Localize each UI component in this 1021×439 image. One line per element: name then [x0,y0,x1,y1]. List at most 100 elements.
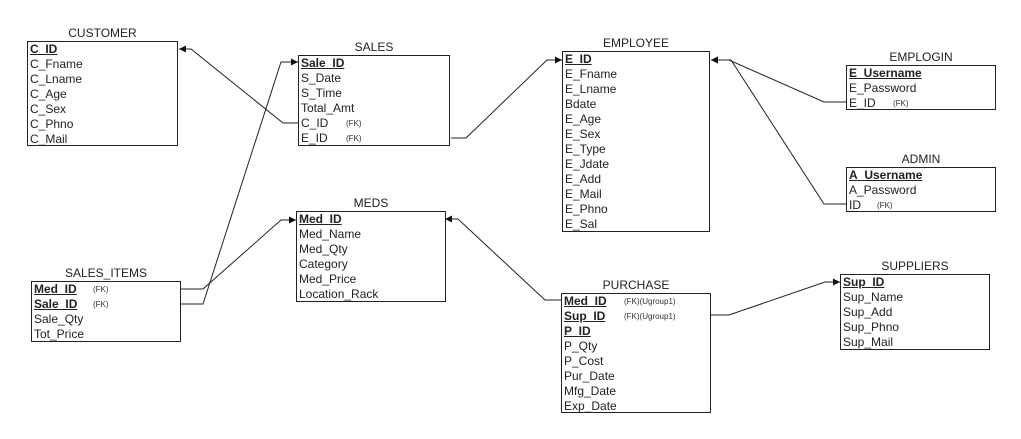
emplogin-table: EMPLOGIN E_Username E_Password E_ID(FK) [846,50,996,110]
attribute-row: E_ID(FK) [299,131,449,146]
attribute-name: P_Qty [564,339,598,353]
attribute-row: E_Phno [563,202,709,217]
attribute-row: E_Lname [563,82,709,97]
attribute-name: C_Fname [30,57,83,71]
attribute-row: E_ID [563,52,709,67]
attribute-row: Med_Name [297,227,445,242]
fk-note: (FK) [893,99,909,108]
attribute-name: E_Mail [565,187,602,201]
attribute-name: E_Fname [565,67,618,81]
attribute-name: E_Jdate [565,157,610,171]
attribute-row: C_Age [28,87,177,102]
fk-note: (FK)(Ugroup1) [624,297,676,306]
table-body: C_ID C_Fname C_Lname C_Age C_Sex C_Phno … [27,41,178,146]
table-title: SUPPLIERS [881,259,949,273]
attribute-row: E_Sal [563,217,709,232]
attribute-name: Med_Qty [299,242,348,256]
attribute-row: C_Lname [28,72,177,87]
attribute-name: C_Lname [30,72,83,86]
attribute-name: E_Username [849,66,922,80]
attribute-row: E_Username [847,66,995,81]
attribute-row: Mfg_Date [562,384,710,399]
attribute-name: ID [849,198,861,212]
attribute-name: C_Age [30,87,67,101]
attribute-row: Pur_Date [562,369,710,384]
attribute-row: Sup_Add [841,305,989,320]
attribute-name: S_Date [301,71,342,85]
fk-note: (FK) [346,134,362,143]
attribute-name: Pur_Date [564,369,615,383]
attribute-row: E_Sex [563,127,709,142]
attribute-name: Sale_ID [301,56,345,70]
attribute-row: Bdate [563,97,709,112]
attribute-row: Med_ID (FK) [32,282,180,297]
link-admin-employee [711,56,846,205]
sales-items-table: SALES_ITEMS Med_ID(FK) Sale_ID(FK) Sale_… [31,266,181,342]
attribute-name: E_Lname [565,82,617,96]
sales-table: SALES Sale_ID S_Date S_Time Total_Amt C_… [298,40,450,146]
table-body: E_Username E_Password E_ID(FK) [846,65,996,110]
attribute-name: E_Sex [565,127,601,141]
attribute-name: Med_ID [564,294,607,308]
attribute-row: E_Jdate [563,157,709,172]
attribute-row: Med_Qty [297,242,445,257]
fk-note: (FK) [877,201,893,210]
attribute-row: C_ID(FK) [299,116,449,131]
suppliers-table: SUPPLIERS Sup_ID Sup_Name Sup_Add Sup_Ph… [840,259,990,350]
attribute-row: ID (FK) [847,198,995,213]
employee-table: EMPLOYEE E_ID E_Fname E_Lname Bdate E_Ag… [562,36,710,232]
table-body: Med_ID(FK)(Ugroup1) Sup_ID(FK)(Ugroup1) … [561,293,711,413]
attribute-name: Tot_Price [34,327,85,341]
table-title: SALES_ITEMS [64,266,148,280]
attribute-name: Med_Price [299,272,357,286]
fk-note: (FK) [93,285,109,294]
attribute-name: Total_Amt [301,101,355,115]
attribute-row: C_Phno [28,117,177,132]
attribute-name: Sale_ID [34,297,78,311]
link-salesitems-meds [181,216,296,290]
attribute-row: E_Add [563,172,709,187]
table-title: ADMIN [901,152,941,166]
table-title: CUSTOMER [68,26,137,40]
attribute-name: E_Phno [565,202,608,216]
attribute-name: E_ID [565,52,592,66]
attribute-name: Sup_ID [843,275,885,289]
attribute-row: P_Qty [562,339,710,354]
attribute-name: E_Age [565,112,602,126]
attribute-name: Category [299,257,348,271]
attribute-row: C_Fname [28,57,177,72]
attribute-row: Sup_ID [841,275,989,290]
attribute-row: Med_Price [297,272,445,287]
attribute-name: Bdate [565,97,597,111]
attribute-row: P_Cost [562,354,710,369]
attribute-name: Med_ID [299,212,342,226]
link-purchase-suppliers [711,278,840,316]
attribute-name: C_Phno [30,117,74,131]
attribute-row: Total_Amt [299,101,449,116]
attribute-name: Sup_Add [843,305,893,319]
table-body: Sup_ID Sup_Name Sup_Add Sup_Phno Sup_Mai… [840,274,990,350]
link-sales-employee [451,56,562,139]
meds-table: MEDS Med_ID Med_Name Med_Qty Category Me… [296,196,446,302]
attribute-name: E_Type [565,142,606,156]
attribute-row: E_Type [563,142,709,157]
attribute-row: S_Date [299,71,449,86]
attribute-row: Sale_ID [299,56,449,71]
attribute-row: Med_ID (FK)(Ugroup1) [562,294,710,309]
attribute-name: Med_ID [34,282,77,296]
table-body: Med_ID Med_Name Med_Qty Category Med_Pri… [296,211,446,302]
table-body: Med_ID(FK) Sale_ID(FK) Sale_Qty Tot_Pric… [31,281,181,342]
attribute-row: E_Age [563,112,709,127]
attribute-name: C_ID [30,42,58,56]
table-title: PURCHASE [602,278,670,292]
link-emplogin-employee [711,56,846,103]
table-body: E_ID E_Fname E_Lname Bdate E_Age E_Sex E… [562,51,710,232]
attribute-row: Med_ID [297,212,445,227]
customer-table: CUSTOMER C_ID C_Fname C_Lname C_Age C_Se… [27,26,178,146]
fk-note: (FK) [346,119,362,128]
attribute-row: Sup_Mail [841,335,989,350]
attribute-row: E_Password [847,81,995,96]
table-body: Sale_ID S_Date S_Time Total_Amt C_ID(FK)… [298,55,450,146]
attribute-name: Sup_Mail [843,335,894,349]
